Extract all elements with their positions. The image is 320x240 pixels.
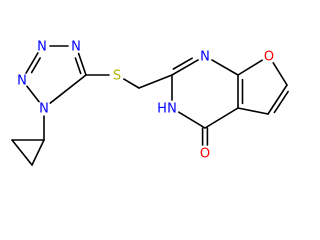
bond-f2-f3-a	[267, 84, 288, 115]
bond-o1-f2	[272, 61, 288, 86]
atom-hydrogen-nh: H	[157, 102, 167, 117]
bond-n2-n3-a	[25, 52, 39, 74]
bond-f2-f3-b	[273, 90, 289, 114]
bond-n1-n2	[26, 85, 40, 103]
atom-label-n3p: N	[200, 50, 210, 65]
atom-label-s1: S	[113, 69, 121, 84]
bond-n4-c5-a	[77, 52, 87, 76]
bond-n3p-c7a	[211, 59, 239, 76]
bond-layer	[11, 45, 289, 166]
bond-n2-n3-b	[30, 57, 41, 74]
atom-label-n1: N	[39, 102, 49, 117]
atom-label-o1: O	[264, 50, 274, 65]
bond-f3-c4a	[237, 107, 269, 115]
atom-label-n4: N	[71, 40, 81, 55]
bond-ch2-c2p	[138, 74, 173, 89]
bond-c2p-n3p-a	[171, 59, 199, 76]
atom-label-n2: N	[17, 74, 27, 89]
atom-label-o4: O	[200, 147, 210, 162]
bond-cp2-cp3	[11, 139, 33, 166]
bond-c4a-c4	[204, 107, 239, 129]
bond-cp1-cp2	[31, 139, 45, 166]
bond-c4-nh	[178, 111, 206, 129]
atom-label-n3: N	[37, 40, 47, 55]
bond-c5-n1	[49, 74, 87, 104]
bond-s1-ch2	[123, 78, 140, 89]
bond-c7a-o1	[237, 59, 263, 76]
bond-n4-c5-b	[74, 57, 82, 75]
atom-label-nh: N	[167, 102, 177, 117]
bond-c2p-n3p-b	[172, 57, 193, 70]
